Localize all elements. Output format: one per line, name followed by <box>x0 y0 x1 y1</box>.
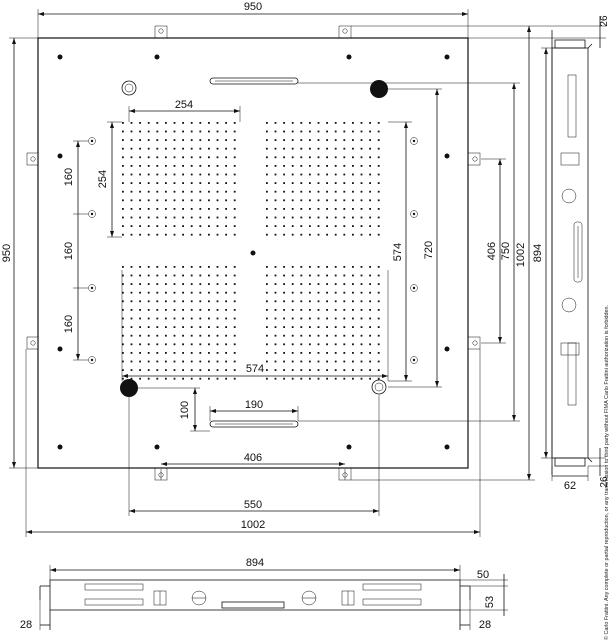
water-inlet-top-left <box>121 80 137 96</box>
nozzle-grid-2 <box>266 122 380 236</box>
nozzle-grids <box>122 122 380 380</box>
dim-spacing-3: 160 <box>63 315 75 333</box>
dim-bottom-view-894: 894 <box>246 557 264 569</box>
dim-bottom-550: 550 <box>244 499 262 511</box>
top-slot <box>209 77 299 85</box>
dim-inner-720: 720 <box>423 241 435 259</box>
copyright-note: © Carlo Frattini. Any complete or partia… <box>603 305 610 640</box>
dim-outer-406-vertical: 406 <box>486 242 498 260</box>
bottom-slot <box>209 420 299 428</box>
nozzle-grid-1 <box>122 122 236 236</box>
dim-bottom-view-50: 50 <box>477 569 489 581</box>
dim-side-depth: 62 <box>564 480 576 492</box>
dim-spacing-2: 160 <box>63 242 75 260</box>
dim-left-height: 950 <box>1 244 13 262</box>
fixing-holes <box>57 54 450 450</box>
dim-inner-574-vertical: 574 <box>392 243 404 261</box>
water-inlet-bottom-right <box>371 379 387 395</box>
nozzle-grid-4 <box>266 266 380 380</box>
dim-inner-574-horizontal: 574 <box>246 363 264 375</box>
dim-spacing-1: 160 <box>63 168 75 186</box>
dim-slot-190: 190 <box>245 399 263 411</box>
dim-offset-100: 100 <box>179 401 191 419</box>
dim-bottom-406: 406 <box>244 452 262 464</box>
front-view <box>26 25 481 481</box>
dim-bottom-view-left-28: 28 <box>20 619 32 631</box>
dim-outer-1002-vertical: 1002 <box>515 243 527 267</box>
bottom-view: 894 50 53 28 28 <box>20 557 508 631</box>
nozzle-grid-3 <box>122 266 236 380</box>
front-dimensions: 950 950 26 254 254 160 160 160 <box>1 1 610 537</box>
dim-bottom-view-right-28: 28 <box>479 619 491 631</box>
dim-top-tab: 26 <box>599 15 610 27</box>
dim-outer-750: 750 <box>500 242 512 260</box>
water-inlet-top-right <box>370 80 388 98</box>
dim-panel-width: 254 <box>175 99 193 111</box>
dim-side-bottom-tab: 26 <box>599 476 610 488</box>
dim-bottom-view-53: 53 <box>484 596 496 608</box>
side-holes <box>88 137 418 364</box>
dim-side-894: 894 <box>532 244 544 262</box>
dim-top-width: 950 <box>244 1 262 13</box>
dim-panel-height: 254 <box>97 170 109 188</box>
side-view: 894 26 62 <box>532 30 610 492</box>
dim-bottom-1002: 1002 <box>241 519 265 531</box>
